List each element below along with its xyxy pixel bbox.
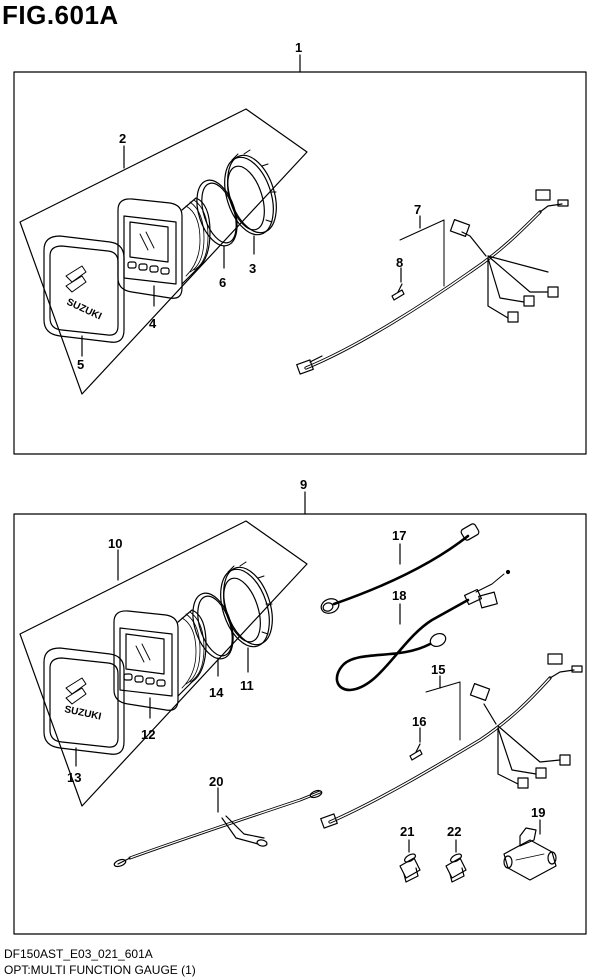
callout-19: 19 — [531, 805, 545, 820]
callout-13: 13 — [67, 770, 81, 785]
callout-8: 8 — [396, 255, 403, 270]
callout-3: 3 — [249, 261, 256, 276]
multi-function-gauge-part-12 — [114, 610, 206, 710]
gauge-kit-outline — [20, 109, 307, 394]
callout-11: 11 — [240, 678, 254, 693]
backbone-cable-part-17 — [319, 523, 480, 616]
screw-part-8 — [392, 284, 404, 300]
callout-18: 18 — [392, 588, 406, 603]
group-1-frame — [14, 72, 586, 454]
callout-12: 12 — [141, 727, 155, 742]
callout-14: 14 — [209, 685, 224, 700]
screw-part-16 — [410, 744, 422, 760]
callout-21: 21 — [400, 824, 414, 839]
callout-7: 7 — [414, 202, 421, 217]
figure-title: FIG.601A — [2, 0, 119, 30]
svg-text:SUZUKI: SUZUKI — [63, 704, 102, 723]
callout-16: 16 — [412, 714, 426, 729]
diagram-code: DF150AST_E03_021_601A — [4, 947, 153, 961]
lock-nut-part-3 — [216, 149, 286, 241]
callout-4: 4 — [149, 316, 157, 331]
terminator-part-22 — [446, 852, 466, 882]
assembly-group-9: 9 10 SUZUKI 13 12 — [14, 477, 586, 934]
callout-10: 10 — [108, 536, 122, 551]
group-9-frame — [14, 514, 586, 934]
wiring-harness-part-15 — [321, 654, 582, 828]
callout-5: 5 — [77, 357, 84, 372]
callout-9: 9 — [300, 477, 307, 492]
callout-15: 15 — [431, 662, 445, 677]
terminator-part-21 — [400, 852, 420, 882]
extension-harness-part-20 — [113, 789, 322, 868]
svg-text:SUZUKI: SUZUKI — [65, 297, 104, 323]
assembly-group-1: 1 2 SUZUKI 5 — [14, 40, 586, 454]
gauge-cover-part-13: SUZUKI — [44, 648, 124, 754]
lock-nut-part-11 — [212, 561, 282, 653]
drop-cable-part-18 — [337, 571, 510, 691]
t-connector-part-19 — [504, 828, 556, 880]
gauge-cover-part-5: SUZUKI — [44, 236, 124, 342]
multi-function-gauge-part-4 — [118, 198, 210, 298]
callout-1: 1 — [295, 40, 302, 55]
callout-2: 2 — [119, 131, 126, 146]
diagram-description: OPT:MULTI FUNCTION GAUGE (1) — [4, 963, 196, 977]
wiring-harness-part-7 — [297, 190, 568, 374]
callout-6: 6 — [219, 275, 226, 290]
callout-17: 17 — [392, 528, 406, 543]
callout-20: 20 — [209, 774, 223, 789]
callout-22: 22 — [447, 824, 461, 839]
